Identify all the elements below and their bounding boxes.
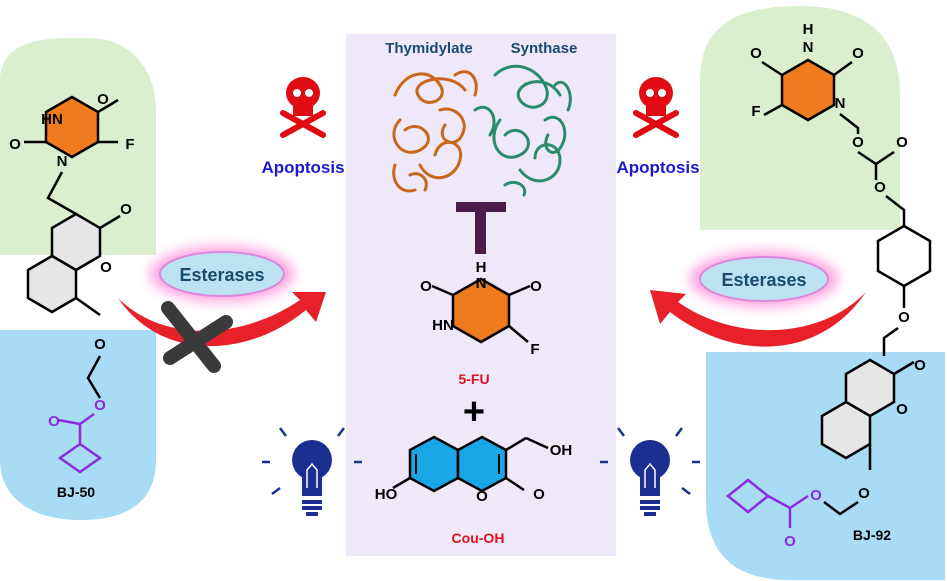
atom-o: O [750,45,762,62]
atom-o: O [810,487,822,504]
left-esterase-label: Esterases [179,265,264,285]
atom-n: N [835,95,846,112]
plus-sign: + [463,391,485,433]
atom-o: O [97,91,109,108]
atom-o: O [48,413,60,430]
atom-o: O [784,533,796,550]
bj92-compound: H N O O F N O O O O O O O O O BJ-92 [700,6,945,580]
atom-hn: HN [41,111,63,128]
right-esterase-arrow: Esterases [650,251,866,347]
atom-o: O [896,401,908,418]
atom-h: H [803,21,814,38]
bulb-icon [600,427,700,516]
right-apoptosis-label: Apoptosis [616,158,699,177]
atom-o: O [476,488,488,505]
atom-f: F [530,341,539,358]
atom-o: O [420,278,432,295]
atom-o: O [530,278,542,295]
atom-f: F [125,136,134,153]
atom-o: O [914,357,926,374]
left-apoptosis-label: Apoptosis [261,158,344,177]
atom-n: N [803,39,814,56]
atom-hn: HN [432,317,454,334]
atom-o: O [852,134,864,151]
skull-icon [633,77,679,138]
atom-h: H [476,259,487,276]
protein-structure [392,64,572,197]
drug-label: 5-FU [458,371,489,387]
atom-oh: OH [550,442,573,459]
hydroxycoumarin-structure: OH HO O O [375,435,573,505]
bulb-icon [262,427,362,516]
enzyme-title-b: Synthase [511,40,578,57]
atom-f: F [751,103,760,120]
fluor-label: Cou-OH [452,530,505,546]
cross-icon [161,301,233,373]
inhibition-bar-stem [475,202,486,254]
atom-o: O [874,179,886,196]
atom-o: O [100,259,112,276]
enzyme-title-a: Thymidylate [385,40,473,57]
atom-o: O [896,134,908,151]
fluorouracil-structure: H N O O HN F [420,259,542,358]
atom-o: O [94,336,106,353]
bj50-compound: HN O O N F O O O O O BJ-50 [0,38,156,520]
bj50-label: BJ-50 [57,484,95,500]
atom-o: O [858,485,870,502]
atom-ho: HO [375,486,398,503]
bj92-label: BJ-92 [853,527,891,543]
atom-o: O [852,45,864,62]
left-esterase-arrow: Esterases [118,246,326,373]
atom-o: O [120,201,132,218]
right-esterase-label: Esterases [721,270,806,290]
atom-n: N [476,275,487,292]
skull-icon [280,77,326,138]
atom-o: O [94,397,106,414]
atom-o: O [533,486,545,503]
atom-o: O [898,309,910,326]
atom-n: N [57,153,68,170]
atom-o: O [9,136,21,153]
